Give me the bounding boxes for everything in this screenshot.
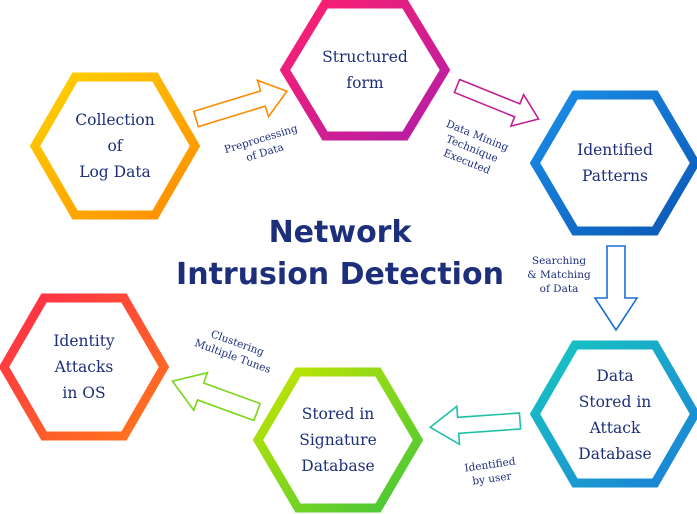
diagram-title: Network Intrusion Detection [160,212,520,296]
node-label-data-stored-in-attack-database: Data Stored in Attack Database [578,367,652,463]
hexagon-data-stored-in-attack-database [529,340,697,488]
arrow-3-to-4 [593,245,639,332]
arrow-4-to-5 [428,404,522,446]
hexagon-stored-in-signature-database [252,367,424,513]
title-line-2: Intrusion Detection [176,257,504,292]
node-label-collection-of-log-data: Collection of Log Data [75,111,155,181]
hexagon-collection-of-log-data [29,72,201,220]
node-label-identity-attacks-in-os: Identity Attacks in OS [53,332,115,402]
node-label-identified-patterns: Identified Patterns [577,141,653,185]
arrow-2-to-3 [453,78,540,128]
node-label-stored-in-signature-database: Stored in Signature Database [299,405,377,475]
arrow-1-to-2 [192,79,289,128]
hexagon-identified-patterns [529,90,697,236]
node-label-structured-form: Structured form [322,48,408,92]
hexagon-identity-attacks-in-os [0,293,170,441]
edge-label-searching-matching-of-data: Searching & Matching of Data [527,255,591,295]
arrow-5-to-6 [171,371,262,422]
title-line-1: Network [268,215,412,250]
hexagon-structured-form [279,0,451,141]
